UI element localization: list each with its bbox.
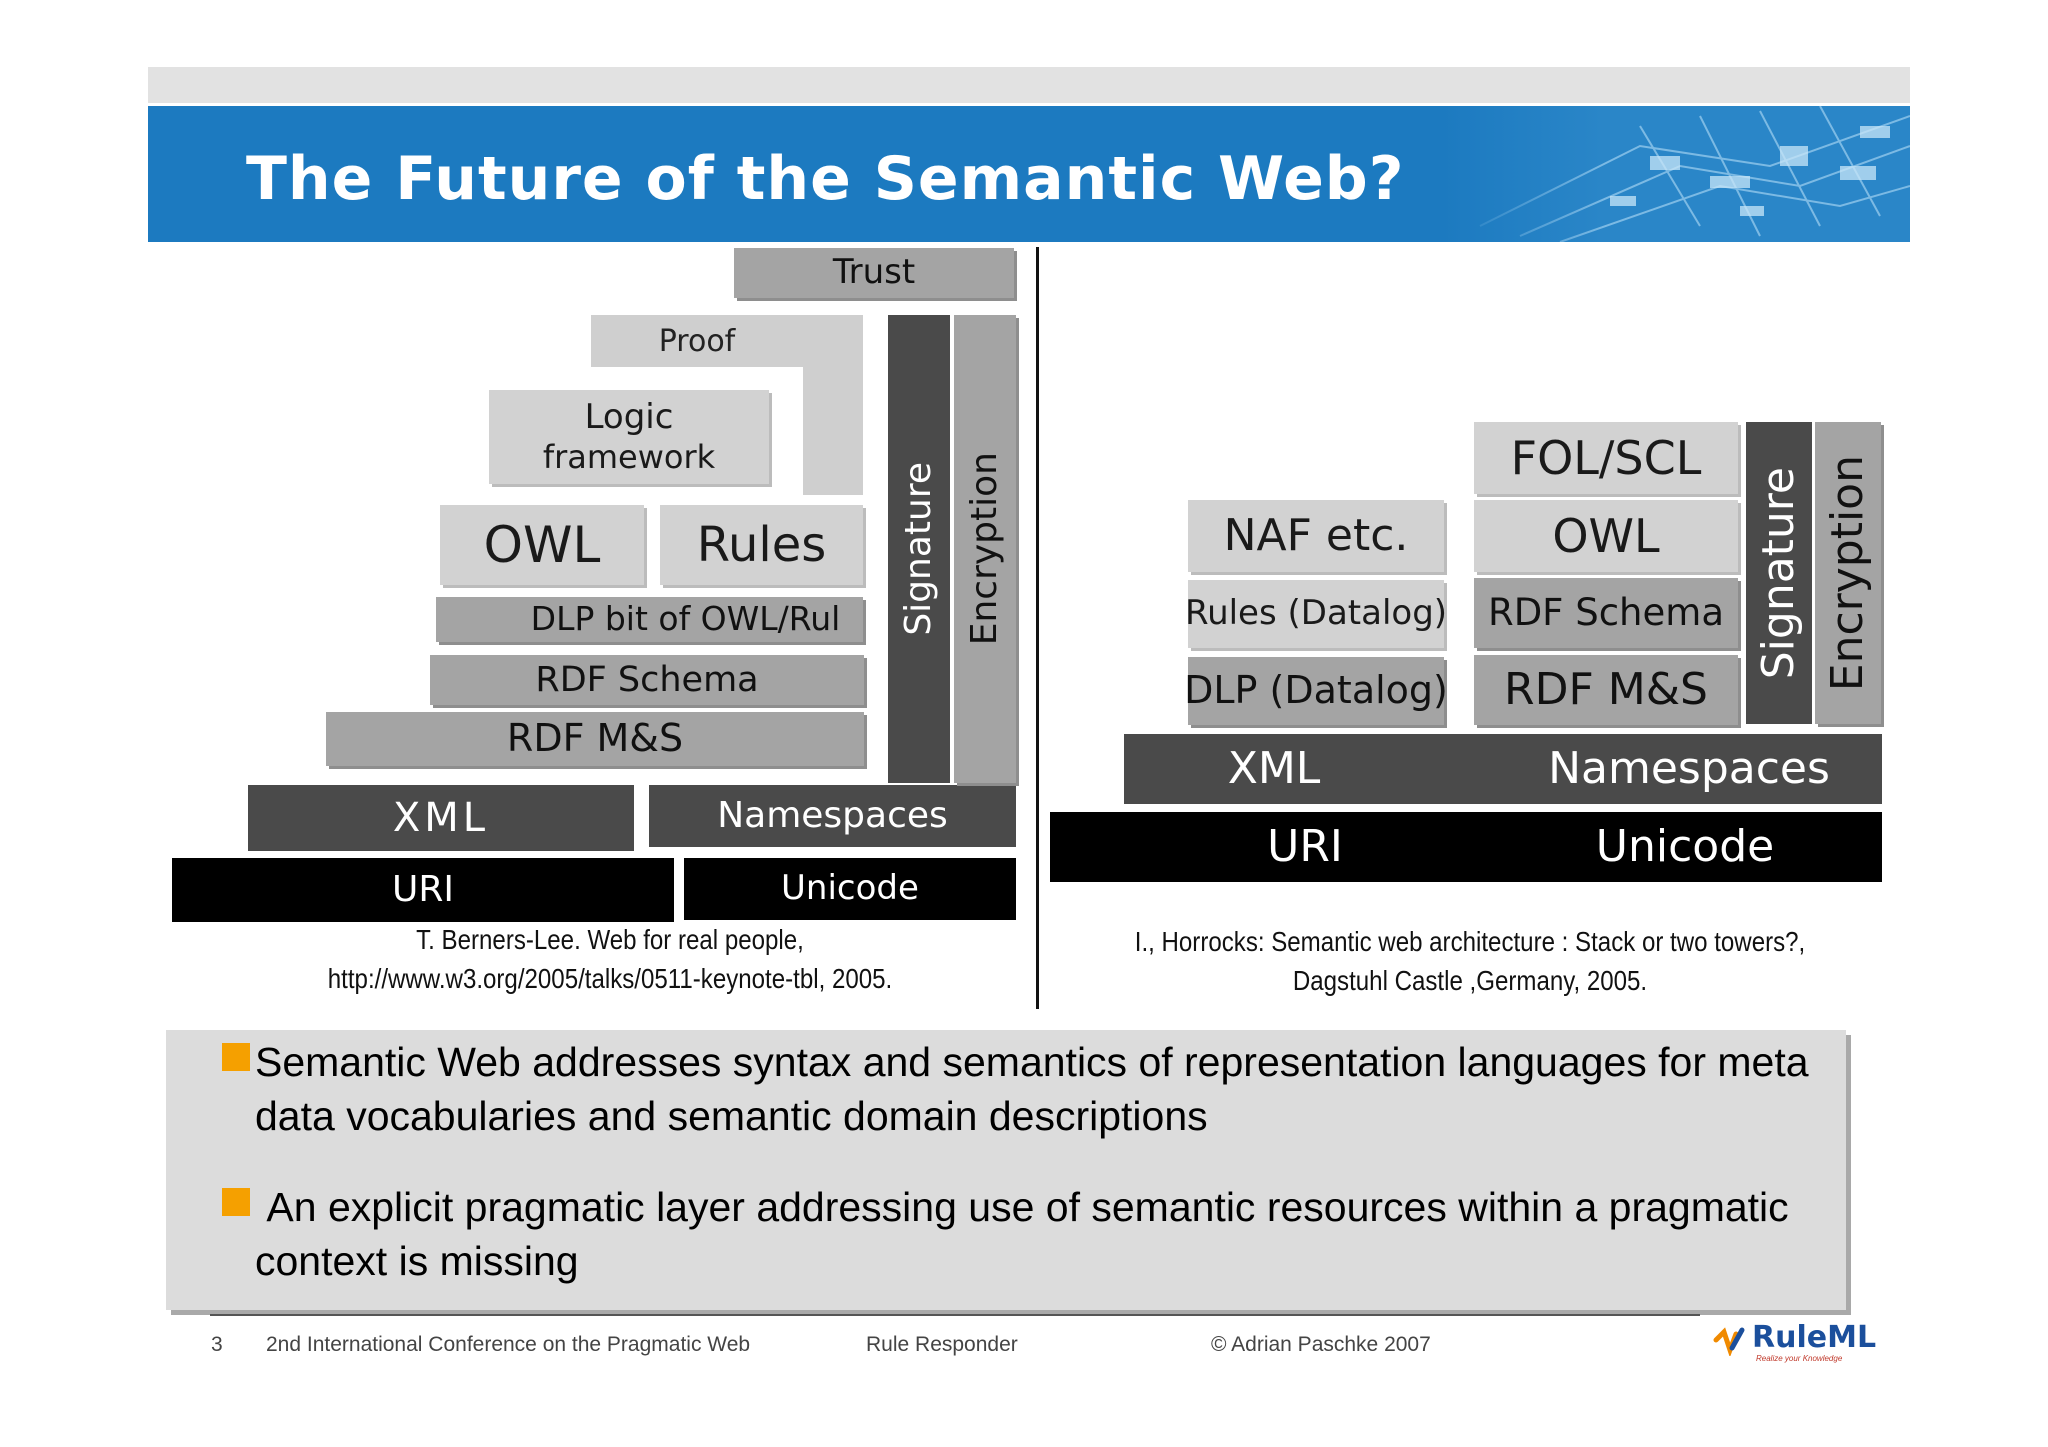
left-citation-line1: T. Berners-Lee. Web for real people, (416, 924, 804, 955)
right-owl-layer: OWL (1474, 500, 1738, 572)
right-rdf-schema-layer: RDF Schema (1474, 578, 1738, 648)
signature-column: Signature (888, 315, 950, 783)
right-uri-unicode-layer: URI Unicode (1050, 812, 1882, 882)
bullet-text: Semantic Web addresses syntax and semant… (255, 1039, 1809, 1139)
encryption-column: Encryption (954, 315, 1016, 783)
right-xml-namespaces-layer: XML Namespaces (1124, 734, 1882, 804)
bullet-text: An explicit pragmatic layer addressing u… (255, 1184, 1801, 1284)
right-citation-line2: Dagstuhl Castle ,Germany, 2005. (1292, 965, 1648, 996)
circuit-decoration (1440, 106, 1910, 242)
right-signature-column: Signature (1746, 422, 1812, 724)
right-encryption-column: Encryption (1815, 422, 1881, 724)
divider-line (1036, 247, 1039, 1009)
logic-label: Logic (584, 397, 674, 438)
fol-scl-layer: FOL/SCL (1474, 422, 1738, 494)
uri-layer: URI (172, 858, 674, 922)
right-xml-label: XML (1227, 742, 1321, 794)
ruleml-tagline: Realize your Knowledge (1756, 1354, 1843, 1363)
footer-rule (210, 1314, 1700, 1316)
rdf-schema-layer: RDF Schema (430, 655, 864, 705)
framework-label: framework (542, 438, 716, 477)
right-encryption-label: Encryption (1821, 454, 1873, 692)
unicode-layer: Unicode (684, 858, 1016, 920)
encryption-label: Encryption (964, 452, 1006, 646)
trust-layer: Trust (734, 248, 1014, 298)
bullet-square-icon (222, 1043, 250, 1071)
ruleml-logo-icon (1713, 1327, 1745, 1356)
bullet-item: Semantic Web addresses syntax and semant… (222, 1035, 1815, 1143)
dlp-datalog-layer: DLP (Datalog) (1184, 657, 1448, 725)
rules-datalog-layer: Rules (Datalog) (1185, 580, 1447, 648)
slide-title: The Future of the Semantic Web? (246, 144, 1405, 214)
signature-label: Signature (898, 462, 940, 636)
footer-talk-title: Rule Responder (866, 1333, 1018, 1356)
dlp-layer: DLP bit of OWL/Rul (436, 597, 863, 642)
footer-copyright: © Adrian Paschke 2007 (1211, 1333, 1431, 1356)
right-rdf-ms-layer: RDF M&S (1474, 655, 1738, 725)
right-citation-line1: I., Horrocks: Semantic web architecture … (1134, 926, 1806, 957)
footer-conference: 2nd International Conference on the Prag… (266, 1333, 751, 1356)
header-strip (148, 67, 1910, 103)
bullet-box: Semantic Web addresses syntax and semant… (166, 1030, 1846, 1310)
right-unicode-label: Unicode (1595, 820, 1775, 872)
right-citation: I., Horrocks: Semantic web architecture … (1100, 922, 1840, 1000)
proof-layer: Proof (658, 323, 736, 359)
left-citation-line2: http://www.w3.org/2005/talks/0511-keynot… (327, 963, 893, 994)
left-citation: T. Berners-Lee. Web for real people, htt… (266, 920, 954, 998)
xml-layer: XML (248, 785, 634, 851)
rdf-ms-layer: RDF M&S (326, 712, 864, 766)
rules-layer: Rules (660, 505, 863, 585)
ruleml-logo: RuleML Realize your Knowledge (1712, 1318, 1876, 1368)
right-namespaces-label: Namespaces (1548, 742, 1830, 794)
bullet-item: An explicit pragmatic layer addressing u… (222, 1180, 1815, 1288)
naf-layer: NAF etc. (1188, 500, 1444, 572)
title-bar: The Future of the Semantic Web? (148, 106, 1910, 242)
right-uri-label: URI (1267, 820, 1343, 872)
right-signature-label: Signature (1752, 466, 1804, 680)
proof-layer-shape (591, 315, 863, 495)
ruleml-logo-text: RuleML (1752, 1320, 1877, 1355)
bullet-square-icon (222, 1188, 250, 1216)
footer-page-number: 3 (211, 1333, 223, 1356)
owl-layer: OWL (440, 505, 644, 585)
logic-framework-layer: Logic framework (489, 390, 769, 484)
namespaces-layer: Namespaces (649, 785, 1016, 847)
